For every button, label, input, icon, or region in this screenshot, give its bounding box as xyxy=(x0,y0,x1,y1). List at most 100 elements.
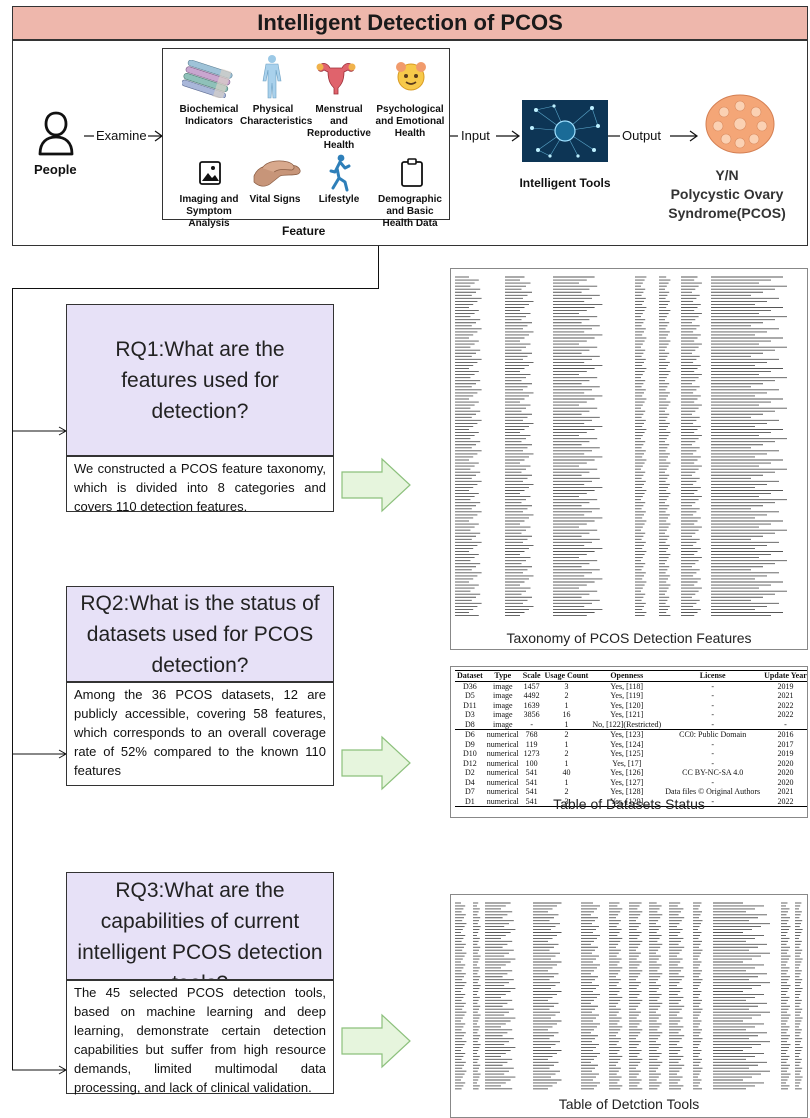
dataset-cell: 3 xyxy=(564,681,569,691)
dataset-cell: 119 xyxy=(525,739,538,749)
feature-label-demographic: Demographic and Basic Health Data xyxy=(378,194,442,229)
connector-vertical-top xyxy=(378,246,379,288)
dataset-cell: - xyxy=(711,691,715,700)
dataset-cell: 16 xyxy=(562,710,571,719)
dataset-cell: - xyxy=(711,777,715,787)
dataset-cell: 4492 xyxy=(523,691,540,700)
dataset-cell: Yes, [121] xyxy=(610,710,644,719)
green-arrow-rq3 xyxy=(341,1013,411,1069)
dataset-cell: image xyxy=(493,700,513,710)
branch-arrow-rq2 xyxy=(12,749,68,759)
dataset-cell: 2020 xyxy=(777,768,794,777)
feature-label-biochemical: Biochemical Indicators xyxy=(179,104,239,127)
dataset-cell: D8 xyxy=(465,719,475,729)
dataset-cell: 541 xyxy=(525,787,538,796)
dataset-cell: D36 xyxy=(463,681,477,691)
dataset-cell: No, [122](Restricted) xyxy=(592,719,662,729)
dataset-cell: - xyxy=(711,719,715,729)
dataset-cell: Yes, [118] xyxy=(610,681,644,691)
dataset-cell: D10 xyxy=(463,749,477,758)
dataset-cell: 1457 xyxy=(523,681,540,691)
dataset-cell: Yes, [17] xyxy=(612,758,642,768)
dataset-cell: - xyxy=(530,719,533,729)
uterus-icon xyxy=(316,63,356,95)
rq1-answer: We constructed a PCOS feature taxonomy, … xyxy=(66,456,334,514)
tools-caption: Table of Detction Tools xyxy=(558,1096,700,1112)
dataset-cell: D4 xyxy=(465,777,475,787)
hands-pulse-icon xyxy=(253,160,301,187)
green-arrow-rq1 xyxy=(341,457,411,513)
test-tubes-icon xyxy=(182,60,233,98)
dataset-cell: D12 xyxy=(463,758,477,768)
rq2-question: RQ2:What is the status of datasets used … xyxy=(66,586,334,682)
dataset-header-cell: Usage Count xyxy=(542,670,591,682)
dataset-cell: D9 xyxy=(465,739,475,749)
input-arrow xyxy=(450,130,521,142)
dataset-header-cell: Openness xyxy=(590,670,664,682)
image-icon xyxy=(199,161,221,185)
dataset-cell: 40 xyxy=(562,768,571,777)
clipboard-icon xyxy=(401,158,423,187)
dataset-cell: - xyxy=(711,739,715,749)
feature-title: Feature xyxy=(282,224,326,238)
human-body-icon xyxy=(262,55,282,99)
page-title: Intelligent Detection of PCOS xyxy=(12,6,808,40)
rq2-answer: Among the 36 PCOS datasets, 12 are publi… xyxy=(66,682,334,786)
dataset-cell: numerical xyxy=(484,729,521,740)
dataset-header-cell: Update Year xyxy=(762,670,807,682)
neural-network-icon xyxy=(522,100,608,162)
dataset-cell: Yes, [128] xyxy=(610,787,644,796)
dataset-cell: 2022 xyxy=(777,710,794,719)
dataset-cell: numerical xyxy=(486,758,519,768)
green-arrow-rq2 xyxy=(341,735,411,791)
dataset-cell: Yes, [124] xyxy=(610,739,644,749)
dataset-cell: 2016 xyxy=(762,729,807,740)
dataset-cell: D2 xyxy=(465,768,475,777)
dataset-cell: D1 xyxy=(455,796,485,807)
dataset-cell: - xyxy=(711,710,715,719)
dataset-cell: - xyxy=(711,749,715,758)
dataset-cell: 2021 xyxy=(777,787,794,796)
dataset-cell: CC BY-NC-SA 4.0 xyxy=(682,768,744,777)
connector-horizontal xyxy=(12,288,379,289)
dataset-cell: Yes, [120] xyxy=(610,700,644,710)
output-arrow xyxy=(608,130,699,142)
feature-label-lifestyle: Lifestyle xyxy=(318,194,360,205)
dataset-cell: 1 xyxy=(564,758,569,768)
dataset-caption: Table of Datasets Status xyxy=(553,796,705,812)
tools-table-image xyxy=(455,902,803,1090)
dataset-cell: 2021 xyxy=(777,691,794,700)
feature-box xyxy=(162,48,450,220)
dataset-cell: 541 xyxy=(525,768,538,777)
dataset-cell: numerical xyxy=(486,739,519,749)
rq1-question: RQ1:What are the features used for detec… xyxy=(66,304,334,456)
rq3-answer: The 45 selected PCOS detection tools, ba… xyxy=(66,980,334,1095)
feature-label-physical: Physical Characteristics xyxy=(240,104,313,127)
dataset-header-cell: Dataset xyxy=(455,670,485,682)
dataset-cell: CC0: Public Domain xyxy=(663,729,763,740)
dataset-header-cell: License xyxy=(663,670,763,682)
dataset-cell: 1 xyxy=(564,700,569,710)
dataset-cell: numerical xyxy=(486,777,519,787)
dataset-cell: 3 xyxy=(542,796,591,807)
running-figure-icon xyxy=(329,154,351,192)
dataset-cell: 2017 xyxy=(777,739,794,749)
dataset-cell: numerical xyxy=(486,787,519,796)
dataset-cell: numerical xyxy=(484,796,521,807)
dataset-cell: 2 xyxy=(542,729,591,740)
emoji-face-icon xyxy=(396,62,426,91)
dataset-cell: 3856 xyxy=(523,710,540,719)
dataset-cell: 2022 xyxy=(777,700,794,710)
dataset-cell: Yes, [126] xyxy=(610,768,644,777)
dataset-cell: D3 xyxy=(465,710,475,719)
dataset-cell: 2 xyxy=(564,691,569,700)
dataset-cell: - xyxy=(784,719,787,729)
taxonomy-table-image xyxy=(455,276,787,616)
